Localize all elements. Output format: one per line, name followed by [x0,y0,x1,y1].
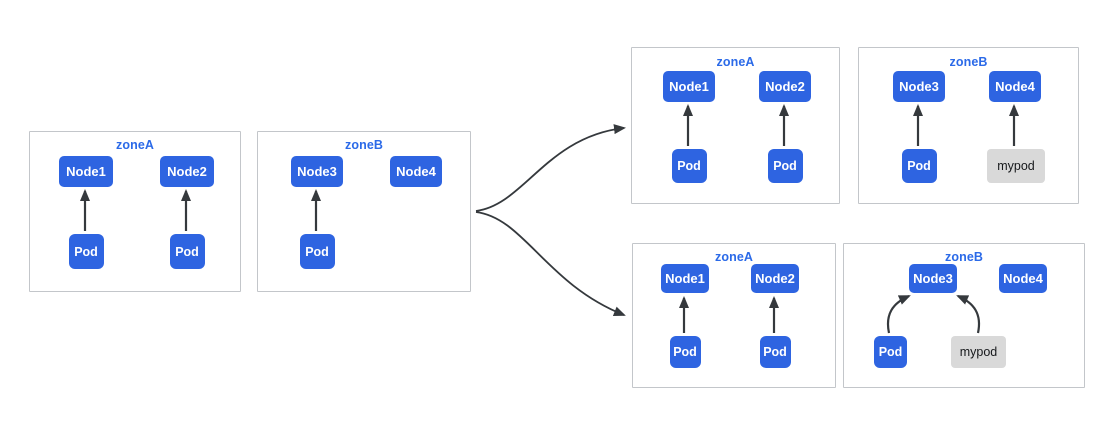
zone-title: zoneB [945,250,983,264]
pod-box: Pod [767,149,803,183]
pod-box: Pod [874,336,907,368]
node-box-node3: Node3 [291,156,343,187]
node-box-node2: Node2 [759,71,811,102]
mypod-box: mypod [951,336,1006,368]
zone-panel-option1-zoneb: zoneB Node3 Node4 Pod mypod [858,47,1079,204]
pod-box: Pod [669,336,701,368]
node-box-node1: Node1 [661,264,709,293]
node-box-node4: Node4 [989,71,1041,102]
zone-panel-option2-zonea: zoneA Node1 Node2 Pod Pod [632,243,836,388]
node-box-node1: Node1 [59,156,113,187]
node-box-node2: Node2 [160,156,214,187]
zone-title: zoneA [715,250,753,264]
zone-title: zoneB [345,138,383,152]
pod-box: Pod [169,234,205,269]
branch-arrow-bottom [475,211,626,316]
node-box-node2: Node2 [751,264,799,293]
pod-box: Pod [901,149,937,183]
branch-arrow-top [475,124,626,212]
zone-title: zoneA [116,138,154,152]
zone-panel-initial-zoneb: zoneB Node3 Node4 Pod [257,131,471,292]
zone-panel-option2-zoneb: zoneB Node3 Node4 Pod mypod [843,243,1085,388]
pod-box: Pod [68,234,104,269]
pod-box: Pod [759,336,791,368]
node-box-node4: Node4 [999,264,1047,293]
node-box-node1: Node1 [663,71,715,102]
zone-title: zoneB [949,55,988,69]
zone-title: zoneA [716,55,755,69]
pod-box: Pod [299,234,335,269]
zone-panel-initial-zonea: zoneA Node1 Node2 Pod Pod [29,131,241,292]
node-box-node3: Node3 [909,264,957,293]
mypod-box: mypod [987,149,1045,183]
node-box-node3: Node3 [893,71,945,102]
zone-panel-option1-zonea: zoneA Node1 Node2 Pod Pod [631,47,840,204]
node-box-node4: Node4 [390,156,442,187]
pod-box: Pod [671,149,707,183]
